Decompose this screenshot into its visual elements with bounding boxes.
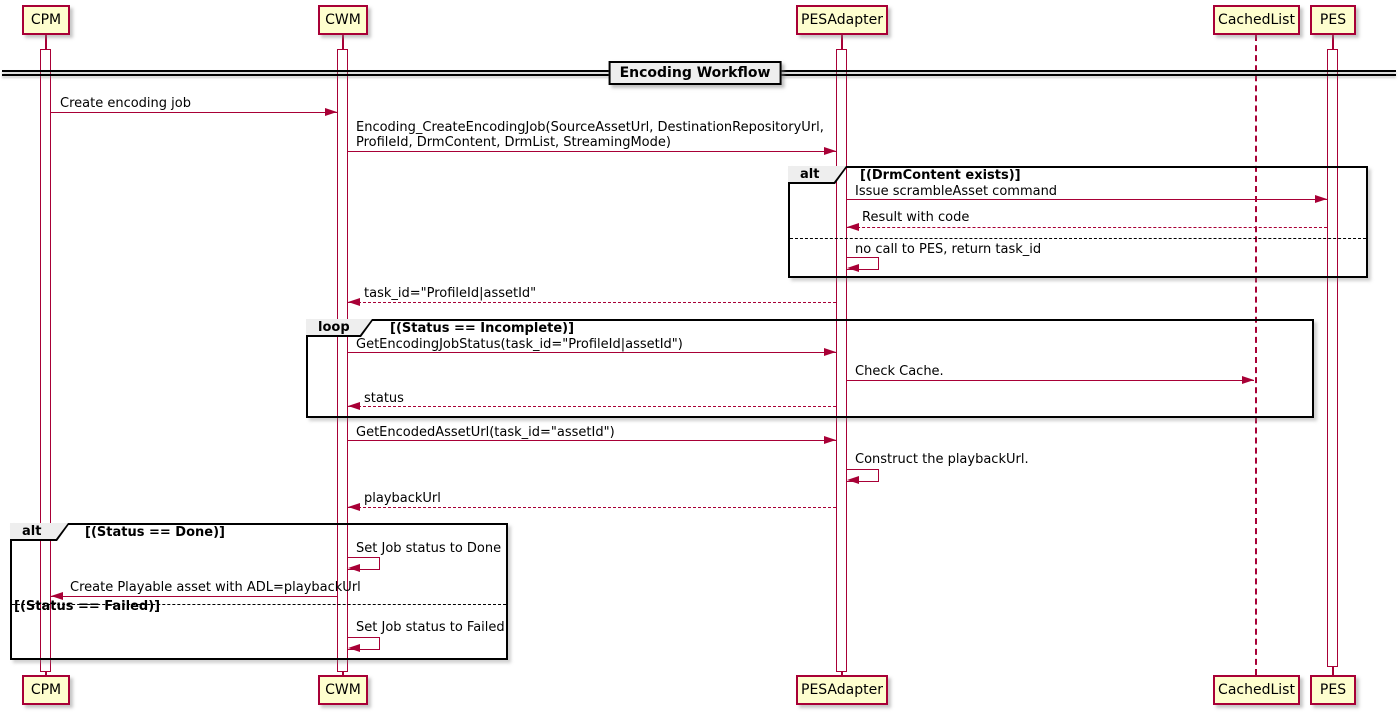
message-label: Construct the playbackUrl. <box>855 452 1029 467</box>
participant-label: CWM <box>325 682 361 698</box>
message-label: Result with code <box>862 210 970 225</box>
arrowhead-icon <box>847 476 859 484</box>
fragment-else-divider <box>12 604 506 605</box>
activation-bar-pes <box>1327 49 1338 667</box>
participant-label: CPM <box>30 682 62 698</box>
self-message-arrow <box>847 469 879 482</box>
fragment-operator-shape: loop <box>306 319 374 337</box>
self-message-arrow <box>847 257 879 270</box>
arrowhead-icon <box>51 592 63 600</box>
arrowhead-icon <box>824 436 836 444</box>
participant-bottom-cwm: CWM <box>318 675 368 705</box>
fragment-alt-status <box>10 523 508 660</box>
lifeline-pes <box>1332 35 1334 50</box>
lifeline-cpm-bottom <box>45 670 47 675</box>
participant-label: PESAdapter <box>801 12 883 28</box>
message-label: Encoding_CreateEncodingJob(SourceAssetUr… <box>356 120 824 150</box>
participant-bottom-pes: PES <box>1310 675 1356 705</box>
lifeline-cachedlist <box>1255 35 1257 675</box>
fragment-operator-label: alt <box>10 523 68 539</box>
arrowhead-icon <box>325 108 337 116</box>
message-arrow <box>51 596 337 597</box>
arrowhead-icon <box>1242 376 1254 384</box>
message-return-arrow <box>348 507 836 508</box>
message-arrow <box>348 440 836 441</box>
lifeline-pesadapter-bottom <box>841 670 843 675</box>
message-label: GetEncodedAssetUrl(task_id="assetId") <box>356 425 615 440</box>
message-label: playbackUrl <box>364 491 441 506</box>
participant-label: PES <box>1319 682 1347 698</box>
participant-label: CPM <box>30 12 62 28</box>
participant-top-cachedlist: CachedList <box>1213 5 1300 35</box>
arrowhead-icon <box>824 348 836 356</box>
message-label: no call to PES, return task_id <box>855 242 1042 257</box>
arrowhead-icon <box>348 644 360 652</box>
message-arrow <box>51 112 337 113</box>
participant-bottom-pesadapter: PESAdapter <box>796 675 888 705</box>
fragment-guard: [(DrmContent exists)] <box>860 168 1021 183</box>
participant-top-pesadapter: PESAdapter <box>796 5 888 35</box>
message-arrow <box>847 199 1327 200</box>
participant-label: CachedList <box>1218 682 1295 698</box>
message-label: Create encoding job <box>60 96 191 111</box>
activation-bar-cwm <box>337 49 348 672</box>
participant-top-cwm: CWM <box>318 5 368 35</box>
lifeline-cwm-bottom <box>342 670 344 675</box>
message-label: Issue scrambleAsset command <box>855 184 1058 199</box>
message-label-line2: ProfileId, DrmContent, DrmList, Streamin… <box>356 135 671 150</box>
participant-bottom-cachedlist: CachedList <box>1213 675 1300 705</box>
self-message-arrow <box>348 637 380 650</box>
message-label: Check Cache. <box>855 364 944 379</box>
message-arrow <box>348 151 836 152</box>
message-label: status <box>364 391 404 406</box>
message-arrow <box>348 352 836 353</box>
participant-label: CachedList <box>1218 12 1295 28</box>
participant-bottom-cpm: CPM <box>22 675 70 705</box>
arrowhead-icon <box>348 402 360 410</box>
fragment-operator-label: alt <box>788 166 846 182</box>
lifeline-pesadapter <box>841 35 843 50</box>
fragment-guard: [(Status == Incomplete)] <box>390 321 575 336</box>
lifeline-cwm <box>342 35 344 50</box>
message-label-line1: Encoding_CreateEncodingJob(SourceAssetUr… <box>356 120 824 135</box>
lifeline-cpm <box>45 35 47 50</box>
activation-bar-cpm <box>40 49 51 672</box>
fragment-else-divider <box>790 238 1366 239</box>
arrowhead-icon <box>348 503 360 511</box>
participant-top-pes: PES <box>1310 5 1356 35</box>
participant-label: PES <box>1319 12 1347 28</box>
arrowhead-icon <box>847 264 859 272</box>
message-label: GetEncodingJobStatus(task_id="ProfileId|… <box>356 337 683 352</box>
fragment-operator-label: loop <box>306 319 372 335</box>
message-label: Set Job status to Done <box>356 541 502 556</box>
message-arrow <box>847 380 1254 381</box>
arrowhead-icon <box>824 147 836 155</box>
participant-top-cpm: CPM <box>22 5 70 35</box>
participant-label: CWM <box>325 12 361 28</box>
arrowhead-icon <box>348 564 360 572</box>
arrowhead-icon <box>847 223 859 231</box>
fragment-guard: [(Status == Done)] <box>85 525 225 540</box>
arrowhead-icon <box>1315 195 1327 203</box>
fragment-alt-drmcontent <box>788 166 1368 278</box>
message-return-arrow <box>348 406 836 407</box>
activation-bar-pesadapter <box>836 49 847 672</box>
self-message-arrow <box>348 557 380 570</box>
message-return-arrow <box>348 302 836 303</box>
fragment-loop-status <box>306 319 1314 418</box>
fragment-operator-shape: alt <box>788 166 848 184</box>
participant-label: PESAdapter <box>801 682 883 698</box>
message-label: task_id="ProfileId|assetId" <box>364 286 537 301</box>
message-return-arrow <box>847 227 1327 228</box>
message-label: Create Playable asset with ADL=playbackU… <box>70 580 361 595</box>
arrowhead-icon <box>348 298 360 306</box>
fragment-operator-shape: alt <box>10 523 70 541</box>
message-label: Set Job status to Failed <box>356 620 505 635</box>
fragment-else-guard: [(Status == Failed)] <box>14 599 161 614</box>
lifeline-pes-bottom <box>1332 666 1334 675</box>
divider-title: Encoding Workflow <box>608 61 782 85</box>
